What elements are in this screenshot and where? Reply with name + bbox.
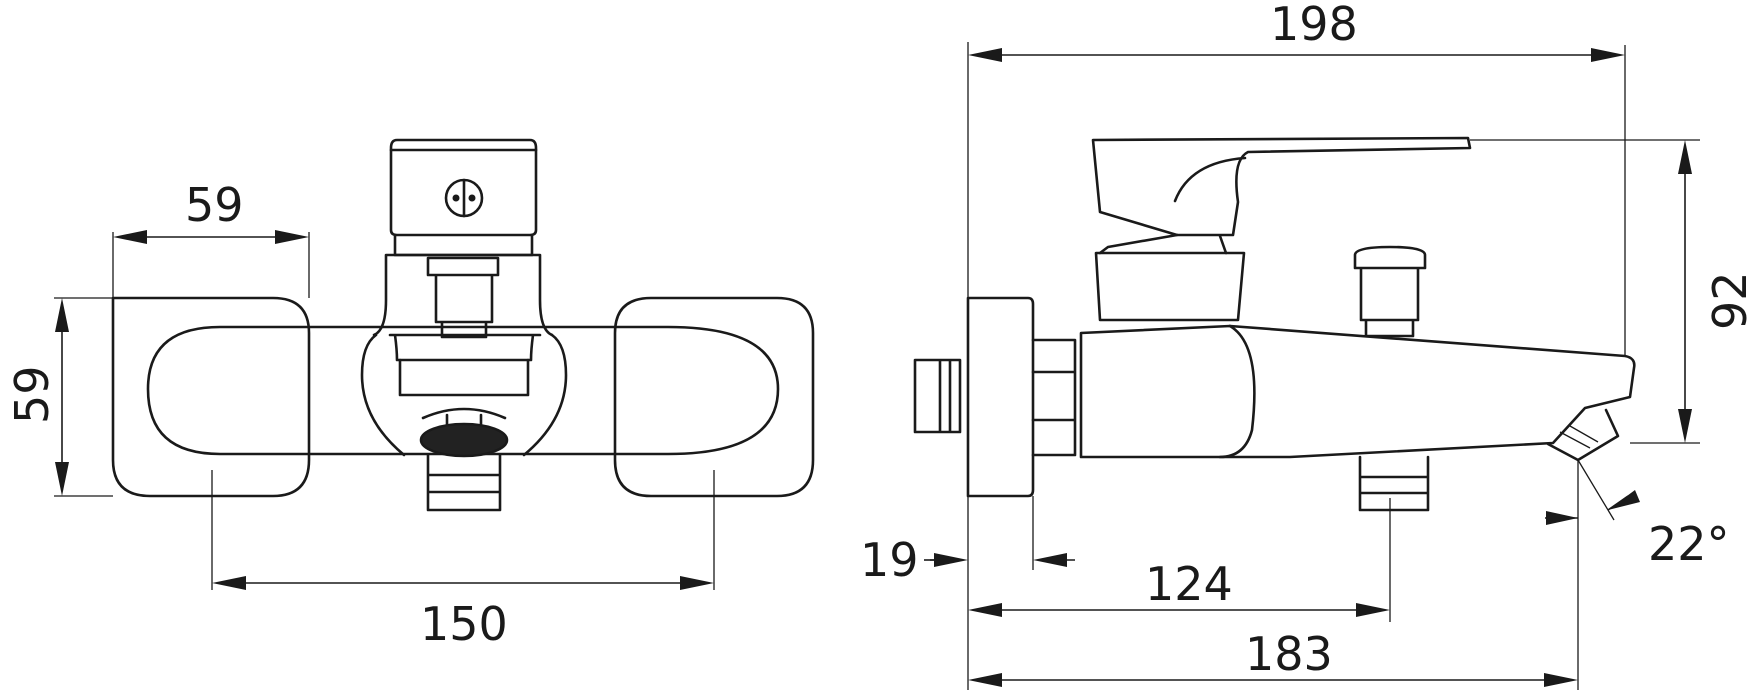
side-view xyxy=(913,42,1700,690)
front-view xyxy=(54,138,815,590)
eccentric-fitting xyxy=(1031,338,1077,457)
aerator xyxy=(421,407,507,427)
dim-diverter-offset-label: 124 xyxy=(1145,557,1233,611)
shower-outlet xyxy=(426,453,502,512)
dim-front-width-label: 59 xyxy=(185,178,244,232)
spout-outlet xyxy=(1546,408,1620,462)
dim-spout-reach-label: 183 xyxy=(1245,627,1333,681)
cartridge-body xyxy=(372,253,554,337)
diverter-knob-side xyxy=(1353,245,1427,338)
left-escutcheon xyxy=(111,296,311,498)
wall-connector xyxy=(913,358,962,434)
dim-spout-angle-label: 22° xyxy=(1648,517,1730,571)
body-oval xyxy=(146,325,780,456)
wall-flange xyxy=(966,296,1035,498)
shower-outlet-side xyxy=(1358,455,1430,512)
dim-side-height-label: 92 xyxy=(1703,271,1757,330)
mixer-body xyxy=(1079,324,1636,459)
right-escutcheon xyxy=(613,296,815,498)
lever-neck xyxy=(393,233,534,257)
cartridge-housing xyxy=(1094,251,1246,322)
lever-cap xyxy=(389,138,538,237)
spout-housing xyxy=(360,333,568,457)
dim-inlet-spacing-label: 150 xyxy=(420,597,508,651)
dim-wall-offset-label: 19 xyxy=(860,533,919,587)
dim-total-length-label: 198 xyxy=(1270,0,1358,51)
lever-handle xyxy=(1091,136,1472,237)
diverter-knob xyxy=(426,256,500,339)
dim-front-height-label: 59 xyxy=(5,365,59,424)
